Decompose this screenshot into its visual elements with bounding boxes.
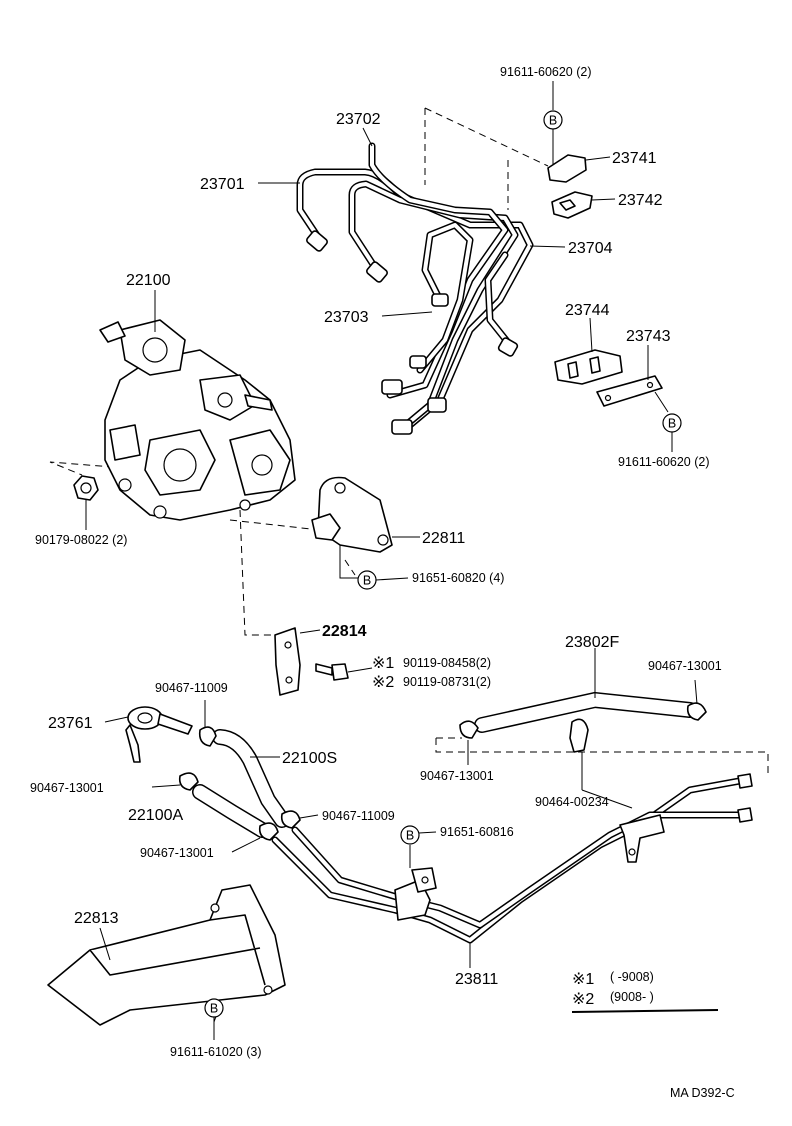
label-star2-part: 90119-08731(2): [403, 675, 491, 689]
label-23743: 23743: [626, 328, 671, 345]
label-23811: 23811: [455, 971, 498, 988]
label-90467-13001-top: 90467-13001: [648, 659, 722, 673]
labels: 91611-60620 (2) 23741 23742 23702 23701 …: [30, 65, 722, 1059]
label-star2-mark: ※2: [372, 674, 394, 691]
label-23742: 23742: [618, 192, 663, 209]
hose-22100S: [212, 729, 290, 828]
label-23761: 23761: [48, 715, 93, 732]
legend: ※1 ( -9008) ※2 (9008- ): [571, 970, 719, 1013]
label-star1-part: 90119-08458(2): [403, 656, 491, 670]
bracket-22814: [274, 627, 321, 696]
label-91651-60816: 91651-60816: [440, 825, 514, 839]
b-marker-2: B: [668, 417, 676, 431]
injection-pipes: [296, 142, 534, 435]
label-22100: 22100: [126, 272, 171, 289]
bracket-22813: [47, 884, 286, 1026]
label-90179-08022: 90179-08022 (2): [35, 533, 127, 547]
label-23744: 23744: [565, 302, 610, 319]
label-90464-00234: 90464-00234: [535, 795, 609, 809]
clamp-23742: [551, 191, 616, 219]
legend-range-2: (9008- ): [610, 990, 654, 1004]
label-22811: 22811: [422, 530, 465, 547]
hose-22100A: [192, 784, 270, 838]
label-22814: 22814: [322, 623, 367, 640]
label-23701: 23701: [200, 176, 245, 193]
label-23802F: 23802F: [565, 634, 619, 651]
label-bolt-top: 91611-60620 (2): [500, 65, 592, 79]
b-marker-3: B: [363, 574, 371, 588]
injection-pump-22100: [99, 290, 296, 521]
legend-mark-1: ※1: [572, 971, 594, 988]
circle-b-markers: B B B B B: [204, 81, 682, 1040]
label-23703: 23703: [324, 309, 369, 326]
label-23704: 23704: [568, 240, 613, 257]
b-marker-1: B: [549, 114, 557, 128]
footer-code: MA D392-C: [670, 1086, 735, 1100]
label-star1-mark: ※1: [372, 655, 394, 672]
label-90467-13001-low: 90467-13001: [140, 846, 214, 860]
clamp-23741: [547, 154, 611, 183]
bolt-90119: [315, 663, 373, 681]
label-90467-11009-top: 90467-11009: [155, 681, 228, 695]
label-22813: 22813: [74, 910, 119, 927]
label-91611-61020: 91611-61020 (3): [170, 1045, 262, 1059]
label-90467-13001-mid: 90467-13001: [420, 769, 494, 783]
b-marker-5: B: [210, 1002, 218, 1016]
hose-clips: [151, 700, 319, 853]
nut-90179-08022: [73, 475, 99, 530]
label-23702: 23702: [336, 111, 381, 128]
label-bolt-right: 91611-60620 (2): [618, 455, 710, 469]
bracket-22811: [311, 476, 420, 579]
legend-mark-2: ※2: [572, 991, 594, 1008]
b-marker-4: B: [406, 829, 414, 843]
label-91651-60820: 91651-60820 (4): [412, 571, 504, 585]
label-23741: 23741: [612, 150, 657, 167]
clamp-23743: [596, 345, 669, 413]
union-23761: [104, 706, 193, 763]
clamp-23744: [554, 317, 623, 385]
label-90467-13001-left: 90467-13001: [30, 781, 104, 795]
hose-23802F: [459, 648, 707, 790]
legend-range-1: ( -9008): [610, 970, 654, 984]
label-22100A: 22100A: [128, 807, 183, 824]
label-22100S: 22100S: [282, 750, 337, 767]
label-90467-11009-mid: 90467-11009: [322, 809, 395, 823]
fuel-pipe-23811: [271, 773, 753, 968]
